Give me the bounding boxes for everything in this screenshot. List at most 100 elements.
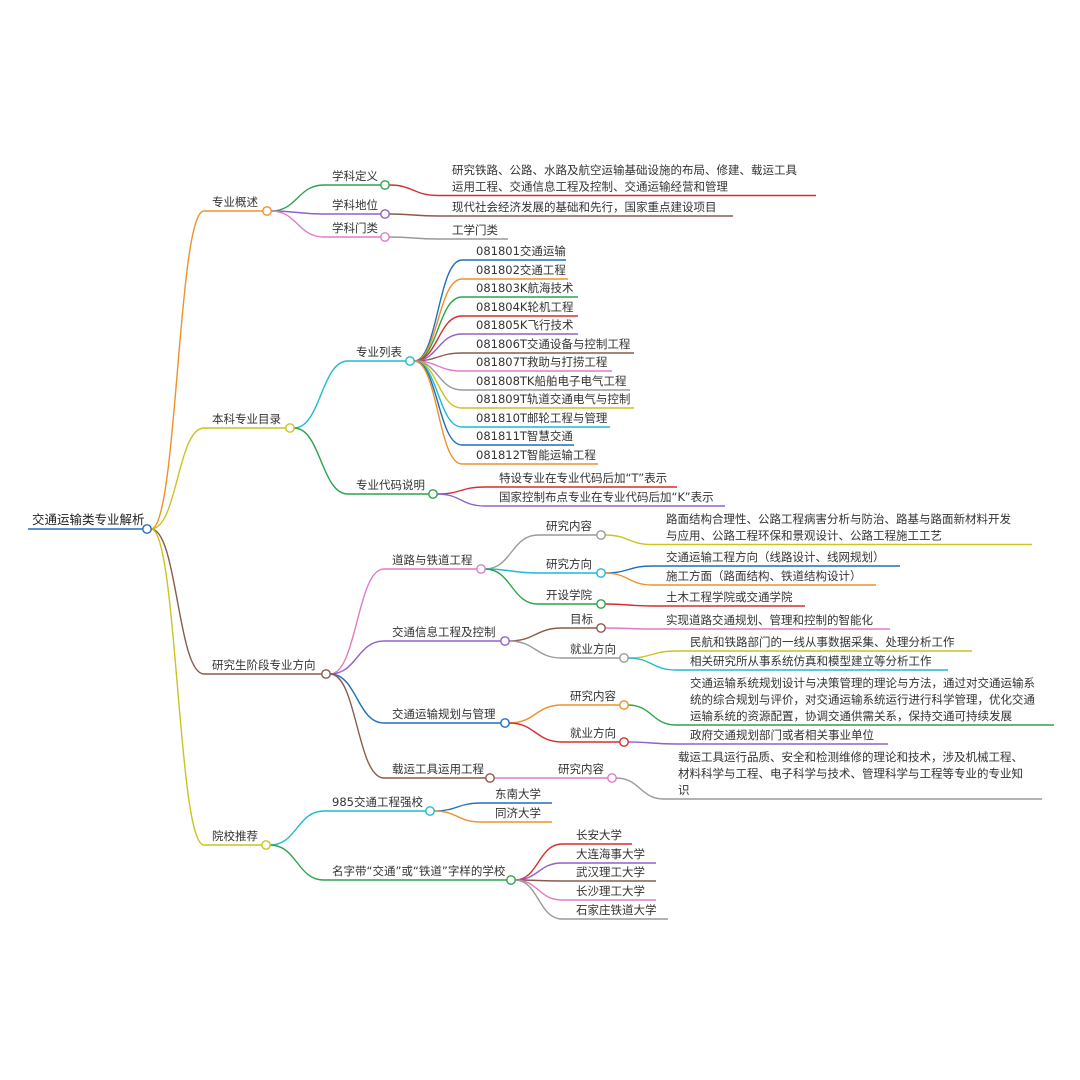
leaf-connector [604,627,653,630]
leaf-text: 长安大学 [576,828,622,842]
leaf-connector [436,493,486,507]
leaf-connector [433,802,482,812]
leaf-connector [388,236,439,240]
leaf-text: 识 [678,783,690,797]
subtopic-collapse-toggle[interactable] [380,232,390,242]
leaf-text: 特设专业在专业代码后加“T”表示 [499,471,667,485]
subtopic-collapse-toggle[interactable] [500,636,510,646]
leaf-text: 相关研究所从事系统仿真和模型建立等分析工作 [690,654,932,668]
leaf-text: 081803K航海技术 [476,281,574,295]
leaf-text: 与应用、公路工程环保和景观设计、公路工程施工工艺 [666,529,942,543]
subtopic-collapse-toggle[interactable] [405,356,415,366]
leaf-connector [604,565,653,574]
leaf-connector [627,704,677,726]
subtopic-collapse-toggle[interactable] [506,875,516,885]
leaf-text: 运输系统的资源配置，协调交通供需关系，保持交通可持续发展 [690,709,1012,723]
leaf-connector [436,486,486,495]
branch-connector [150,210,205,530]
leaf-text: 石家庄铁道大学 [576,903,657,917]
connector-layer [28,184,1054,920]
subtopic-connector [269,844,325,881]
leaf-text: 路面结构合理性、公路工程病害分析与防治、路基与路面新材料开发 [666,512,1011,526]
leaf-connector [514,843,563,881]
leaf-connector [604,534,653,546]
subtopic-label: 道路与铁道工程 [392,553,473,567]
leaf-connector [604,603,653,607]
topic-collapse-toggle[interactable] [321,669,331,679]
leaf-connector [413,360,463,446]
detail-collapse-toggle[interactable] [596,623,606,633]
subtopic-label: 载运工具运用工程 [392,762,484,776]
detail-collapse-toggle[interactable] [596,599,606,609]
topic-label: 院校推荐 [212,829,258,843]
subtopic-collapse-toggle[interactable] [476,564,486,574]
leaf-text: 载运工具运行品质、安全和检测维修的理论和技术，涉及机械工程、 [678,750,1023,764]
leaf-text: 081806T交通设备与控制工程 [476,337,631,351]
leaf-connector [433,810,482,823]
detail-connector [508,627,563,642]
leaf-text: 交通运输工程方向（线路设计、线网规划） [666,550,885,564]
leaf-connector [388,184,439,197]
leaf-text: 081812T智能运输工程 [476,448,596,462]
subtopic-label: 学科定义 [332,169,378,183]
subtopic-collapse-toggle[interactable] [500,718,510,728]
leaf-text: 081810T邮轮工程与管理 [476,411,608,425]
detail-label: 开设学院 [546,588,592,602]
subtopic-connector [329,673,385,779]
leaf-connector [604,572,653,586]
detail-label: 研究内容 [570,689,616,703]
subtopic-connector [270,184,325,212]
subtopic-label: 学科地位 [332,198,378,212]
subtopic-label: 交通运输规划与管理 [392,707,496,721]
detail-label: 研究方向 [546,557,592,571]
leaf-text: 武汉理工大学 [576,865,645,879]
leaf-connector [627,741,677,745]
leaf-connector [413,259,463,362]
leaf-text: 081801交通运输 [476,244,566,258]
leaf-text: 081807T救助与打捞工程 [476,355,608,369]
leaf-connector [514,879,563,901]
detail-label: 就业方向 [570,726,616,740]
topic-collapse-toggle[interactable] [285,423,295,433]
leaf-text: 材料科学与工程、电子科学与技术、管理科学与工程等专业的专业知 [678,767,1023,781]
root-collapse-toggle[interactable] [142,524,152,534]
subtopic-label: 学科门类 [332,221,378,235]
subtopic-collapse-toggle[interactable] [485,773,495,783]
detail-connector [508,722,563,743]
leaf-text: 工学门类 [452,223,498,237]
branch-connector [150,528,205,675]
leaf-connector [615,777,665,800]
subtopic-connector [329,640,385,675]
leaf-text: 东南大学 [495,787,541,801]
leaf-connector [413,296,463,362]
detail-collapse-toggle[interactable] [596,568,606,578]
detail-collapse-toggle[interactable] [619,700,629,710]
subtopic-collapse-toggle[interactable] [380,180,390,190]
detail-collapse-toggle[interactable] [607,773,617,783]
detail-collapse-toggle[interactable] [596,530,606,540]
detail-label: 研究内容 [558,762,604,776]
leaf-connector [627,657,677,671]
topic-collapse-toggle[interactable] [261,840,271,850]
leaf-text: 统的综合规划与评价，对交通运输系统运行进行科学管理，优化交通 [690,693,1035,707]
leaf-text: 土木工程学院或交通学院 [666,590,793,604]
subtopic-connector [329,568,385,675]
leaf-connector [413,360,463,465]
subtopic-collapse-toggle[interactable] [425,806,435,816]
leaf-connector [514,862,563,881]
subtopic-connector [293,427,349,495]
detail-collapse-toggle[interactable] [619,737,629,747]
detail-connector [508,640,563,659]
subtopic-connector [293,360,349,429]
leaf-text: 大连海事大学 [576,847,645,861]
leaf-text: 081809T轨道交通电气与控制 [476,392,630,406]
leaf-text: 081804K轮机工程 [476,300,574,314]
topic-collapse-toggle[interactable] [262,206,272,216]
subtopic-collapse-toggle[interactable] [380,209,390,219]
subtopic-label: 专业列表 [356,345,402,359]
subtopic-collapse-toggle[interactable] [428,489,438,499]
leaf-text: 长沙理工大学 [576,884,645,898]
topic-label: 研究生阶段专业方向 [212,658,316,672]
detail-collapse-toggle[interactable] [619,653,629,663]
